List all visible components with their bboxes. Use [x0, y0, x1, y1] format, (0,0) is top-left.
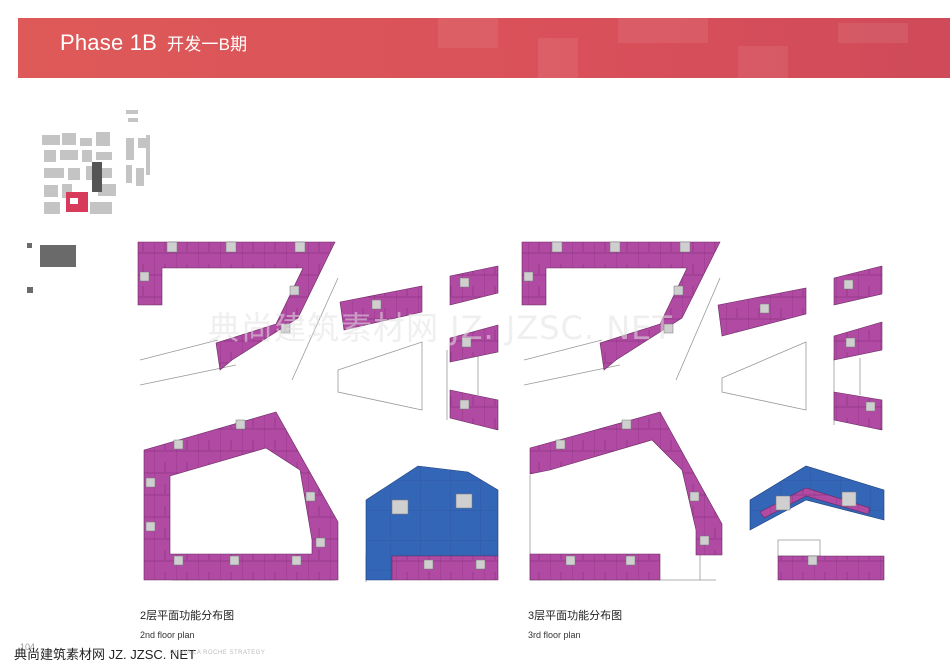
plan-2nd-floor	[137, 241, 499, 582]
residential-block-3f-e	[833, 391, 883, 431]
page-header: Phase 1B 开发一B期	[18, 18, 950, 78]
residential-block-3f-a	[521, 241, 721, 371]
legend-marker	[27, 287, 33, 293]
cores-3f	[523, 241, 876, 566]
watermark-text: 典尚建筑素材网 JZ. JZSC. NET	[208, 309, 673, 347]
plan-caption-en: 2nd floor plan	[140, 630, 195, 640]
residential-block-3f-g	[529, 553, 661, 581]
cores-2f	[139, 241, 486, 570]
residential-block-3f-c	[833, 265, 883, 306]
residential-block-2f-d	[449, 324, 499, 363]
residential-block-2f-c	[449, 265, 499, 306]
residential-block-2f-g	[391, 555, 499, 581]
residential-block-2f-a	[137, 241, 336, 371]
plan-3rd-floor	[521, 241, 885, 581]
residential-block-3f-d	[833, 321, 883, 361]
header-texture	[538, 38, 578, 78]
header-texture	[838, 23, 908, 43]
plan-caption-en: 3rd floor plan	[528, 630, 581, 640]
footer-watermark: 典尚建筑素材网 JZ. JZSC. NET	[14, 647, 197, 662]
legend-swatch-dark	[40, 245, 76, 267]
residential-block-3f-h	[777, 555, 885, 581]
page-title: Phase 1B 开发一B期	[60, 30, 247, 56]
residential-block-2f-e	[449, 389, 499, 431]
subtitle-text: 开发一B期	[167, 35, 248, 54]
residential-block-2f-f	[143, 411, 339, 581]
header-texture	[438, 18, 498, 48]
plan-caption-cn: 2层平面功能分布图	[140, 610, 235, 622]
legend-marker	[27, 243, 32, 248]
plan-caption-cn: 3层平面功能分布图	[528, 610, 623, 622]
footer-faint-text: CHINA LA ROCHE STRATEGY	[170, 650, 266, 656]
site-key-plan	[42, 110, 150, 214]
title-text: Phase 1B	[60, 30, 158, 55]
page-number: 104	[20, 642, 36, 652]
header-texture	[738, 46, 788, 78]
header-texture	[618, 18, 708, 43]
residential-block-3f-f	[529, 411, 723, 556]
